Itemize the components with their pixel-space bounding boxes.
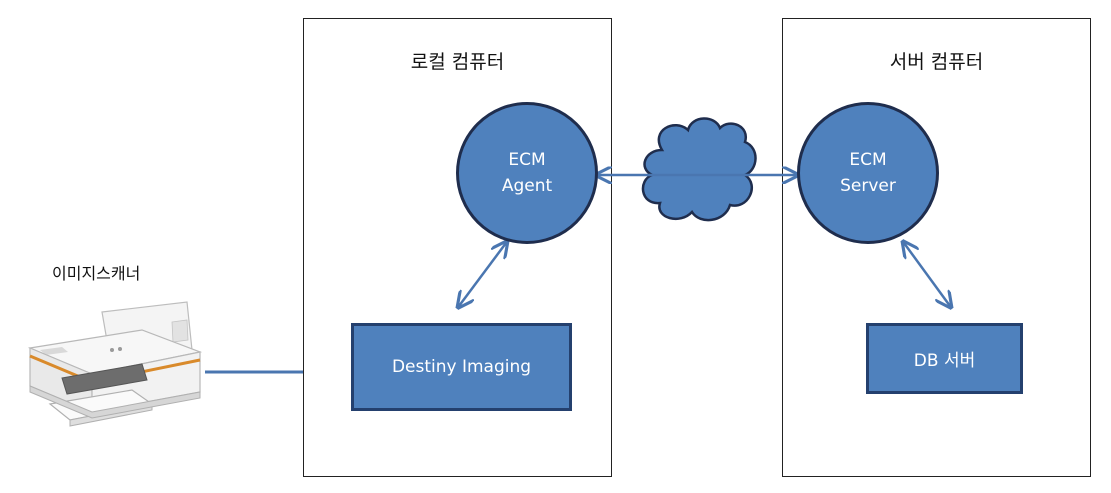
printer-scanner-icon [27,301,203,427]
agent-imaging-arrow [459,243,506,306]
scanner-label: 이미지스캐너 [52,264,141,283]
ecm-server-node: ECM Server [797,102,939,244]
ecm-agent-label-line2: Agent [501,176,553,196]
ecm-server-label-line2: Server [840,176,896,196]
db-server-box: DB 서버 [866,323,1023,394]
server-db-arrow [904,243,950,306]
destiny-imaging-box: Destiny Imaging [351,323,572,411]
ecm-server-label-line1: ECM [849,150,887,170]
cloud-icon [641,117,757,222]
ecm-agent-node: ECM Agent [456,102,598,244]
ecm-agent-label-line1: ECM [508,150,546,170]
local-computer-title: 로컬 컴퓨터 [410,51,505,73]
destiny-imaging-label: Destiny Imaging [391,357,532,377]
server-computer-panel: 서버 컴퓨터 [782,18,1091,477]
db-server-label: DB 서버 [913,351,976,371]
server-computer-title: 서버 컴퓨터 [889,51,984,73]
